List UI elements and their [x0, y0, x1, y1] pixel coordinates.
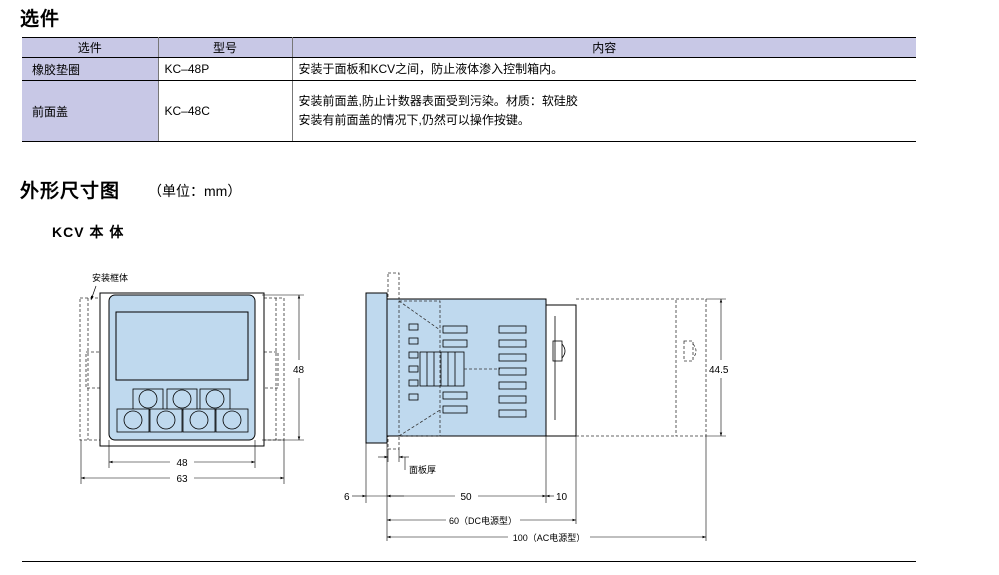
side-view — [365, 272, 707, 450]
front-dimensions — [80, 294, 304, 484]
col-header-content: 内容 — [292, 37, 916, 58]
option-model: KC–48C — [158, 80, 293, 142]
option-content: 安装于面板和KCV之间，防止液体渗入控制箱内。 — [292, 57, 916, 81]
panel-thickness-leader — [378, 449, 409, 470]
table-row: 前面盖 KC–48C 安装前面盖,防止计数器表面受到污染。材质：软硅胶 安装有前… — [22, 80, 916, 142]
bottom-rule — [22, 561, 916, 562]
unit-note: （单位：mm） — [148, 183, 242, 199]
dim-48-width: 48 — [176, 458, 188, 469]
col-header-model: 型号 — [158, 37, 293, 58]
option-content: 安装前面盖,防止计数器表面受到污染。材质：软硅胶 安装有前面盖的情况下,仍然可以… — [292, 80, 916, 142]
option-name: 前面盖 — [22, 80, 159, 142]
dimensions-title: 外形尺寸图 — [20, 181, 121, 202]
dim-48-height: 48 — [293, 365, 305, 376]
options-title: 选件 — [20, 9, 61, 30]
dim-100-ac: 100（AC电源型） — [513, 532, 586, 543]
dim-44-5: 44.5 — [709, 365, 729, 376]
panel-thickness-label: 面板厚 — [409, 464, 436, 475]
mount-frame-label: 安装框体 — [92, 272, 128, 283]
table-header-row: 选件 型号 内容 — [22, 37, 916, 58]
table-row: 橡胶垫圈 KC–48P 安装于面板和KCV之间，防止液体渗入控制箱内。 — [22, 57, 916, 81]
dim-10: 10 — [556, 492, 568, 503]
option-name: 橡胶垫圈 — [22, 57, 159, 81]
side-dimensions — [352, 298, 726, 541]
dim-63: 63 — [176, 474, 188, 485]
body-subtitle: KCV 本 体 — [52, 224, 125, 240]
content-line: 安装有前面盖的情况下,仍然可以操作按键。 — [298, 113, 530, 127]
front-view — [79, 292, 285, 447]
col-header-option: 选件 — [22, 37, 159, 58]
content-line: 安装前面盖,防止计数器表面受到污染。材质：软硅胶 — [298, 94, 578, 108]
dim-6: 6 — [344, 492, 350, 503]
dim-60-dc: 60（DC电源型） — [449, 515, 517, 526]
option-model: KC–48P — [158, 57, 293, 81]
options-table: 选件 型号 内容 橡胶垫圈 KC–48P 安装于面板和KCV之间，防止液体渗入控… — [22, 37, 916, 142]
content-line: 安装于面板和KCV之间，防止液体渗入控制箱内。 — [298, 61, 564, 76]
mount-frame-leader — [90, 285, 97, 301]
dim-50: 50 — [460, 492, 472, 503]
